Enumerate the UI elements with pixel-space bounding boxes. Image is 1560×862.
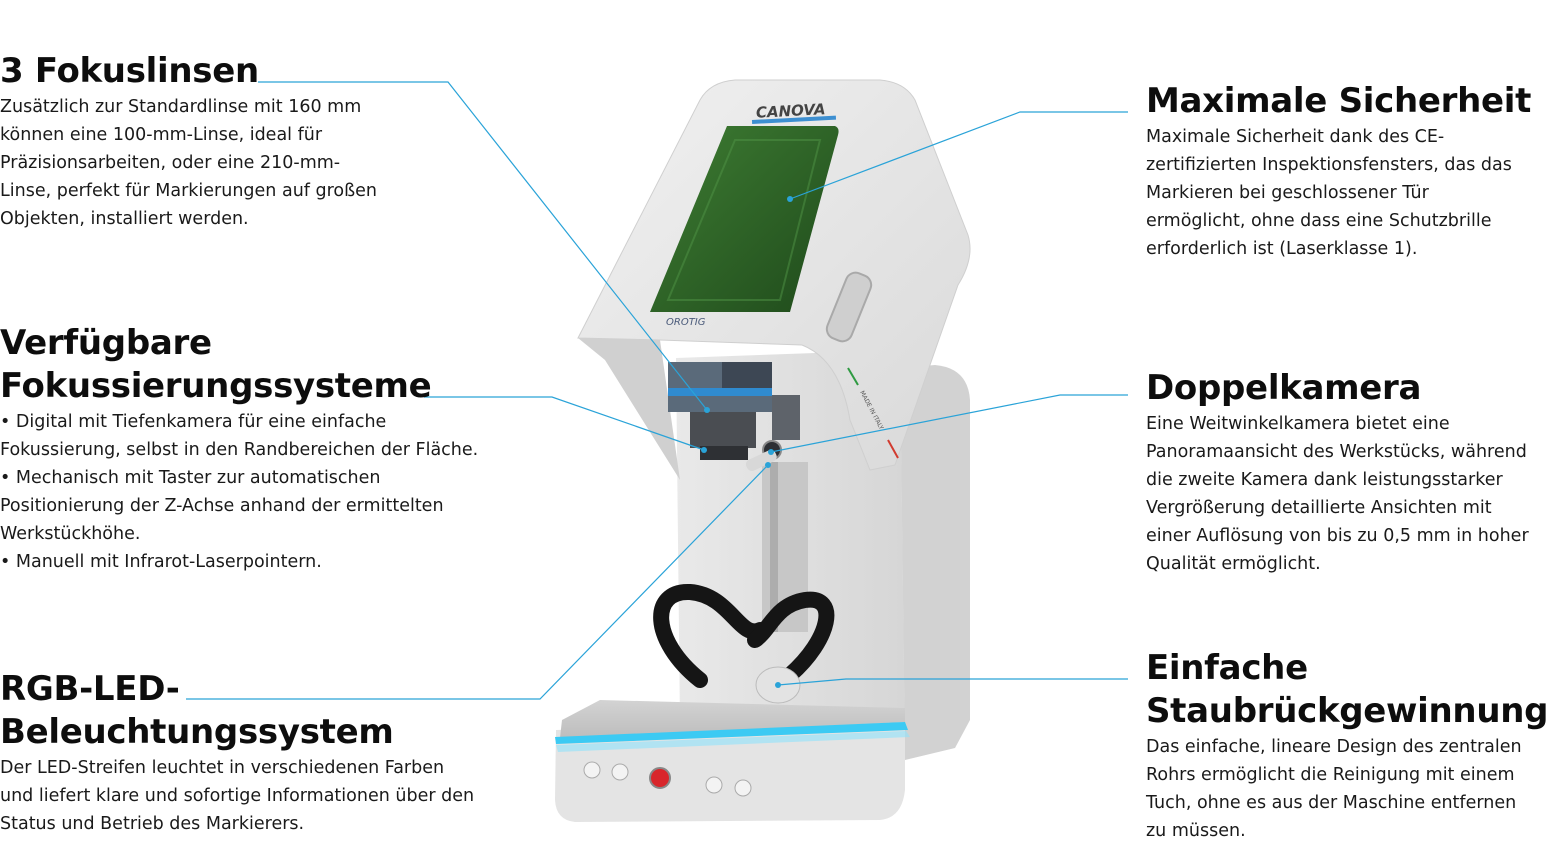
feature-description-line: Der LED-Streifen leuchtet in verschieden… — [0, 758, 445, 778]
inspection-window — [650, 126, 839, 312]
feature-description-line: können eine 100-mm-Linse, ideal für — [0, 125, 323, 145]
led-strip — [555, 722, 908, 744]
callout-line-led — [186, 464, 769, 700]
feature-doppelkamera: Doppelkamera Eine Weitwinkelkamera biete… — [1146, 367, 1560, 578]
feature-description-line: ermöglicht, ohne dass eine Schutzbrille — [1146, 211, 1492, 231]
feature-title-line: Einfache — [1146, 648, 1308, 688]
feature-title-line: Staubrückgewinnung — [1146, 691, 1549, 731]
feature-description-line: einer Auflösung von bis zu 0,5 mm in hoh… — [1146, 526, 1529, 546]
feature-fokussierungssysteme: Verfügbare Fokussierungssysteme • Digita… — [0, 322, 530, 576]
feature-staubrueckgewinnung: Einfache Staubrückgewinnung Das einfache… — [1146, 647, 1560, 845]
feature-title: RGB-LED- Beleuchtungssystem — [0, 668, 520, 754]
brand-logo: CANOVA — [756, 100, 826, 122]
feature-title: Maximale Sicherheit — [1146, 81, 1532, 121]
feature-title-line: RGB-LED- — [0, 669, 180, 709]
feature-description-line: Qualität ermöglicht. — [1146, 554, 1321, 574]
feature-description-line: Eine Weitwinkelkamera bietet eine — [1146, 414, 1450, 434]
feature-description-line: • Mechanisch mit Taster zur automatische… — [0, 468, 381, 488]
feature-description: Zusätzlich zur Standardlinse mit 160 mm … — [0, 93, 420, 233]
feature-description-line: Objekten, installiert werden. — [0, 209, 249, 229]
maker-logo: OROTIG — [666, 317, 706, 328]
feature-description-line: Positionierung der Z-Achse anhand der er… — [0, 496, 444, 516]
callout-line-staub — [777, 678, 1128, 686]
callout-dot — [701, 447, 707, 453]
callout-dot — [704, 407, 710, 413]
feature-title-line: Beleuchtungssystem — [0, 712, 394, 752]
feature-description-line: zertifizierten Inspektionsfensters, das … — [1146, 155, 1512, 175]
hood-handle — [825, 271, 873, 343]
feature-description: Eine Weitwinkelkamera bietet eine Panora… — [1146, 410, 1560, 578]
feature-description-line: Werkstückhöhe. — [0, 524, 141, 544]
feature-led-beleuchtung: RGB-LED- Beleuchtungssystem Der LED-Stre… — [0, 668, 520, 838]
feature-sicherheit: Maximale Sicherheit Maximale Sicherheit … — [1146, 80, 1560, 263]
feature-title: Verfügbare Fokussierungssysteme — [0, 322, 530, 408]
feature-description-line: Präzisionsarbeiten, oder eine 210-mm- — [0, 153, 341, 173]
callout-line-fokussierung — [424, 396, 705, 451]
callout-dot — [768, 449, 774, 455]
callout-line-kamera — [770, 394, 1128, 453]
feature-description: Der LED-Streifen leuchtet in verschieden… — [0, 754, 520, 838]
feature-description-line: Vergrößerung detaillierte Ansichten mit — [1146, 498, 1492, 518]
feature-description-line: Das einfache, lineare Design des zentral… — [1146, 737, 1522, 757]
power-button[interactable] — [705, 776, 723, 794]
feature-description: Maximale Sicherheit dank des CE- zertifi… — [1146, 123, 1560, 263]
callout-dot — [775, 682, 781, 688]
feature-description-line: und liefert klare und sofortige Informat… — [0, 786, 475, 806]
feature-description: Das einfache, lineare Design des zentral… — [1146, 733, 1560, 845]
callout-dot — [787, 196, 793, 202]
feature-description-line: Fokussierung, selbst in den Randbereiche… — [0, 440, 479, 460]
down-button[interactable] — [583, 761, 601, 779]
feature-title: Einfache Staubrückgewinnung — [1146, 647, 1560, 733]
feature-description-line: Markieren bei geschlossener Tür — [1146, 183, 1429, 203]
feature-description-line: Panoramaansicht des Werkstücks, während — [1146, 442, 1527, 462]
work-plate — [560, 700, 905, 738]
machine-side-panel — [900, 365, 970, 760]
feature-description-line: zu müssen. — [1146, 821, 1246, 841]
up-button[interactable] — [611, 763, 629, 781]
feature-description-line: die zweite Kamera dank leistungsstarker — [1146, 470, 1503, 490]
feature-title: 3 Fokuslinsen — [0, 51, 259, 91]
feature-fokuslinsen: 3 Fokuslinsen Zusätzlich zur Standardlin… — [0, 50, 420, 233]
emergency-stop-button[interactable] — [649, 767, 671, 789]
feature-title-line: Verfügbare — [0, 323, 212, 363]
feature-title: Doppelkamera — [1146, 368, 1422, 408]
feature-description-line: Linse, perfekt für Markierungen auf groß… — [0, 181, 378, 201]
feature-description-line: Status und Betrieb des Markierers. — [0, 814, 305, 834]
feature-description-line: Rohrs ermöglicht die Reinigung mit einem — [1146, 765, 1515, 785]
feature-title-line: Fokussierungssysteme — [0, 366, 432, 406]
feature-description-line: Maximale Sicherheit dank des CE- — [1146, 127, 1445, 147]
callout-line-fokuslinsen — [258, 81, 708, 411]
feature-description-line: erforderlich ist (Laserklasse 1). — [1146, 239, 1418, 259]
callout-dot — [765, 462, 771, 468]
dust-extraction-arms — [653, 584, 835, 688]
callout-line-sicherheit — [789, 111, 1128, 200]
focus-lens — [690, 412, 756, 448]
feature-description-line: • Digital mit Tiefenkamera für eine einf… — [0, 412, 387, 432]
feature-description-line: • Manuell mit Infrarot-Laserpointern. — [0, 552, 322, 572]
callout-lines — [186, 81, 1128, 700]
feature-description-line: Tuch, ohne es aus der Maschine entfernen — [1146, 793, 1517, 813]
feature-description-line: Zusätzlich zur Standardlinse mit 160 mm — [0, 97, 362, 117]
start-button[interactable] — [734, 779, 752, 797]
feature-description: • Digital mit Tiefenkamera für eine einf… — [0, 408, 530, 576]
